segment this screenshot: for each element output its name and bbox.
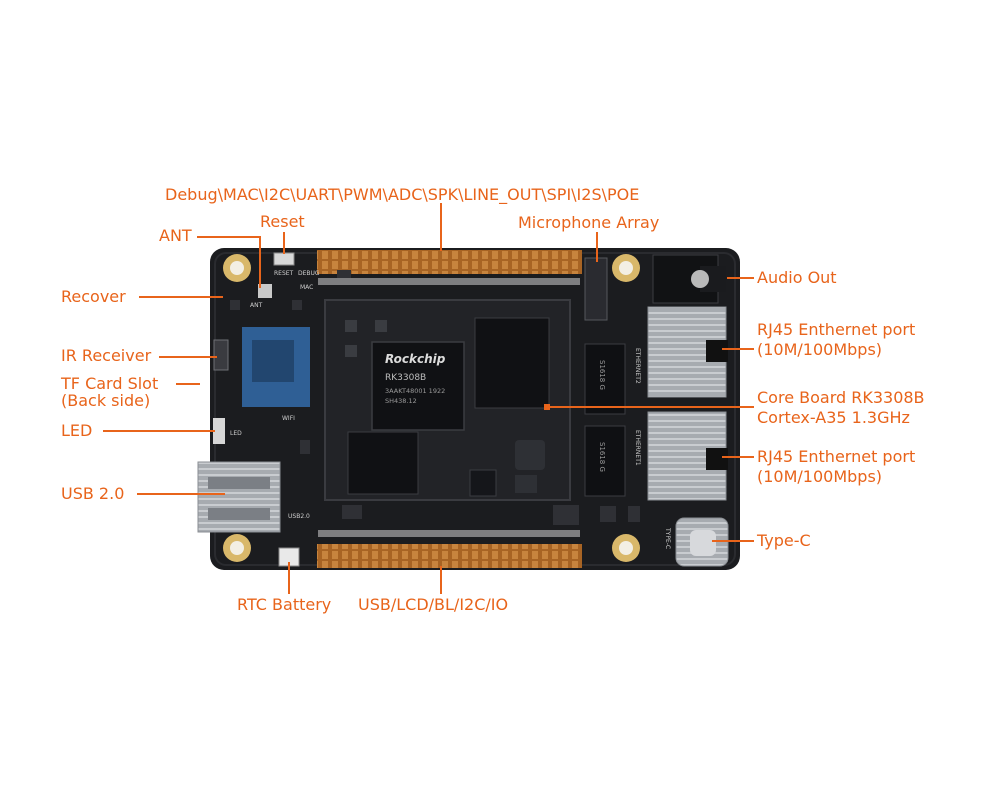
ir-receiver-part <box>213 339 229 371</box>
audio-out-leader <box>727 277 754 279</box>
mounting-holes <box>223 254 640 562</box>
phy-chip-1: S1618 G <box>584 343 626 415</box>
rj45-1-label: RJ45 Enthernet port (10M/100Mbps) <box>757 321 915 358</box>
usb-label: USB 2.0 <box>61 484 125 503</box>
top-pin-header <box>317 250 582 274</box>
ant-leader-v <box>259 236 261 288</box>
core-board-leader <box>548 406 754 408</box>
phy-chip-2: S1618 G <box>584 425 626 497</box>
usb-leader <box>137 493 225 495</box>
led-part <box>213 418 225 444</box>
microphone-array-label: Microphone Array <box>518 213 660 232</box>
rj45-1-leader <box>722 348 754 350</box>
bottom-pin-header <box>317 544 582 568</box>
type-c-port <box>675 517 729 567</box>
ethernet1-silk: ETHERNET1 <box>634 430 641 466</box>
rj45-1-label-line2: (10M/100Mbps) <box>757 340 883 359</box>
chip-code-1-text: 3AAKT48001 1922 <box>385 387 445 395</box>
type-c-leader <box>712 540 754 542</box>
core-board-label-line2: Cortex-A35 1.3GHz <box>757 408 910 427</box>
reset-switch <box>273 252 295 266</box>
recover-leader <box>139 296 223 298</box>
chip-brand-text: Rockchip <box>385 352 446 366</box>
reset-label: Reset <box>260 212 305 231</box>
core-board-pointer-dot <box>544 404 550 410</box>
chip-code-2-text: SH438.12 <box>385 397 417 405</box>
debug-silk: DEBUG <box>298 270 320 277</box>
antenna-connector <box>258 284 272 298</box>
pmic-chip <box>469 469 497 497</box>
ant-label: ANT <box>159 226 192 245</box>
ir-receiver-label: IR Receiver <box>61 346 152 365</box>
type-c-label: Type-C <box>757 531 811 550</box>
microphone-connector <box>584 257 608 321</box>
rtc-battery-leader <box>288 562 290 594</box>
ant-leader-h <box>197 236 261 238</box>
ant-silk: ANT <box>250 302 263 309</box>
core-board-label: Core Board RK3308B Cortex-A35 1.3GHz <box>757 389 925 426</box>
mac-silk: MAC <box>300 284 313 291</box>
soc-chip: Rockchip RK3308B 3AAKT48001 1922 SH438.1… <box>371 341 465 431</box>
rj45-port-1 <box>647 306 728 398</box>
tf-card-label: TF Card Slot (Back side) <box>61 375 158 409</box>
phy-2-silk: S1618 G <box>598 442 606 472</box>
led-label: LED <box>61 421 93 440</box>
tf-card-label-line1: TF Card Slot <box>61 374 159 393</box>
wifi-module: WIFI <box>242 327 310 422</box>
flash-chip <box>474 317 550 409</box>
core-board-label-line1: Core Board RK3308B <box>757 388 925 407</box>
debug-bus-label: Debug\MAC\I2C\UART\PWM\ADC\SPK\LINE_OUT\… <box>165 185 640 204</box>
phy-1-silk: S1618 G <box>598 360 606 390</box>
debug-bus-leader <box>440 203 442 251</box>
led-silk: LED <box>230 430 242 437</box>
tf-card-leader <box>176 383 200 385</box>
audio-out-label: Audio Out <box>757 268 837 287</box>
bottom-bus-leader <box>440 566 442 594</box>
recover-label: Recover <box>61 287 126 306</box>
bottom-bus-label: USB/LCD/BL/I2C/IO <box>358 595 509 614</box>
wifi-silk: WIFI <box>282 415 295 422</box>
rj45-port-2 <box>647 411 728 501</box>
rj45-2-label-line1: RJ45 Enthernet port <box>757 447 916 466</box>
ram-chip <box>347 431 419 495</box>
rtc-battery-label: RTC Battery <box>237 595 332 614</box>
rj45-2-leader <box>722 456 754 458</box>
ir-receiver-leader <box>159 356 217 358</box>
usb-silk: USB2.0 <box>288 513 310 520</box>
typec-silk: TYPE-C <box>664 527 671 549</box>
chip-model-text: RK3308B <box>385 373 426 383</box>
reset-silk: RESET <box>274 270 294 277</box>
led-leader <box>103 430 215 432</box>
rj45-1-label-line1: RJ45 Enthernet port <box>757 320 916 339</box>
audio-jack <box>652 254 726 304</box>
rj45-2-label-line2: (10M/100Mbps) <box>757 467 883 486</box>
tf-card-label-line2: (Back side) <box>61 391 151 410</box>
rj45-2-label: RJ45 Enthernet port (10M/100Mbps) <box>757 448 915 485</box>
ethernet2-silk: ETHERNET2 <box>634 348 641 384</box>
reset-leader <box>283 232 285 254</box>
microphone-leader <box>596 232 598 262</box>
usb-port <box>197 461 281 533</box>
